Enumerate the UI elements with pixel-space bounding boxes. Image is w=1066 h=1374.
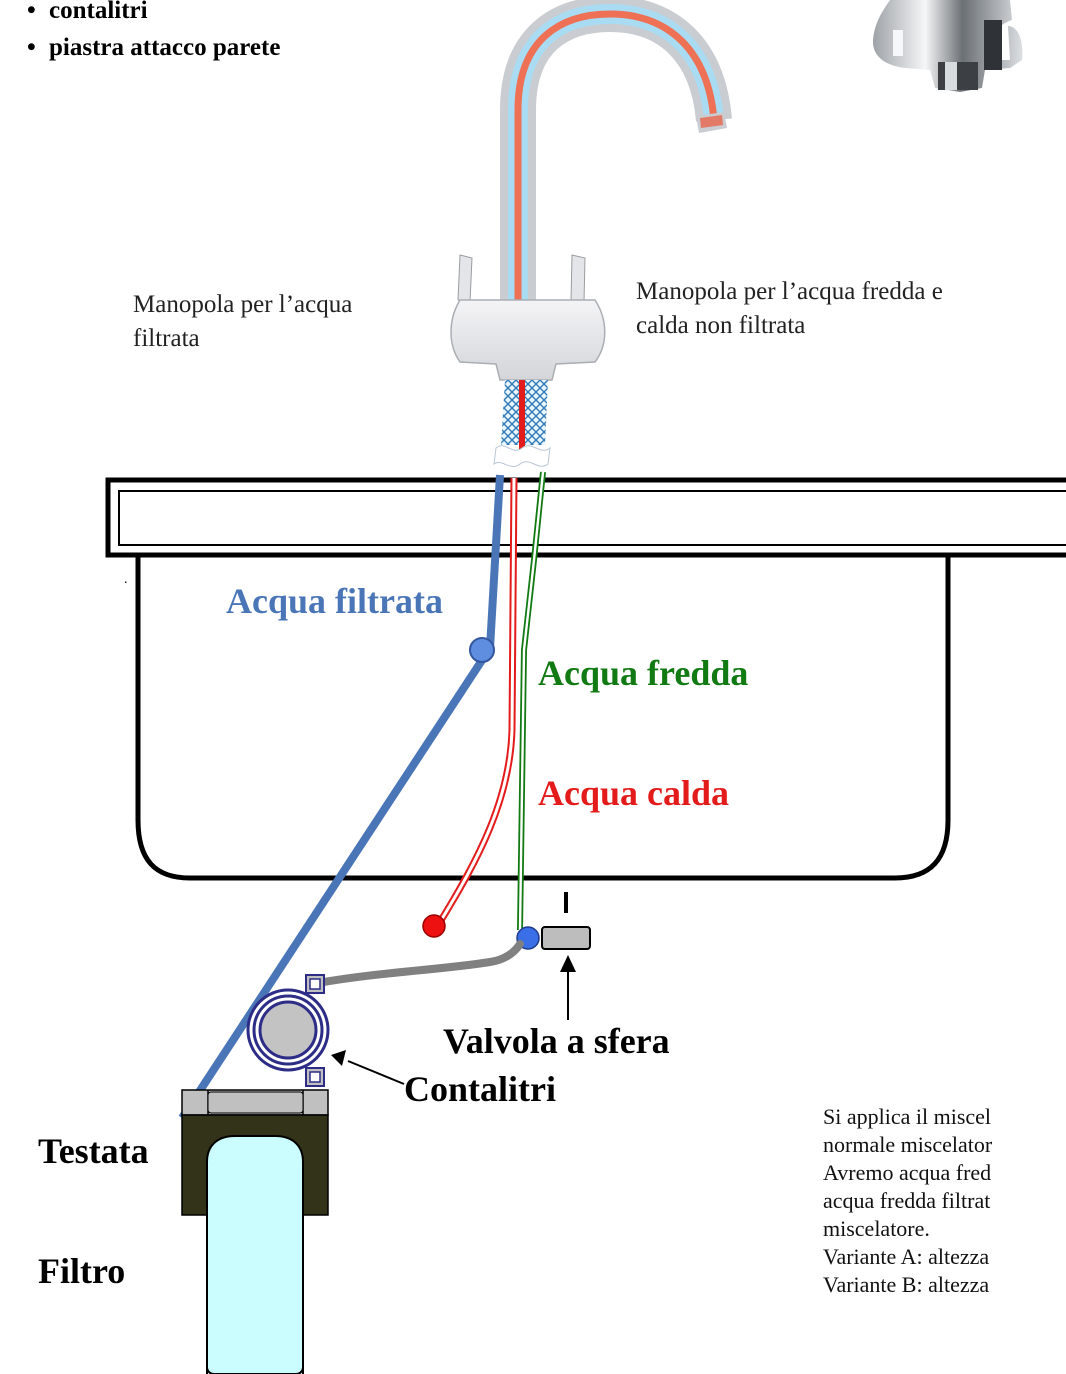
meter [246, 974, 330, 1087]
grey-hose [314, 940, 524, 987]
hot-water-label: Acqua calda [538, 773, 730, 813]
tap-photo [872, 0, 1023, 92]
filtered-water-label: Acqua filtrata [226, 581, 443, 621]
bullet-item: •contalitri [27, 0, 280, 29]
bullet-dot: • [27, 0, 36, 24]
hot-water-hose [422, 477, 518, 938]
meter-label: Contalitri [404, 1069, 556, 1109]
filtered-water-hose [178, 474, 504, 1121]
left-handle-caption: Manopola per l’acqua filtrata [133, 291, 353, 352]
cold-water-label: Acqua fredda [538, 653, 749, 693]
description-paragraph: Si applica il miscel normale miscelator … [823, 1104, 993, 1297]
head-label: Testata [38, 1131, 149, 1171]
meter-arrow [331, 1050, 405, 1085]
bullet-dot: • [27, 34, 36, 61]
faucet [450, 0, 732, 468]
filter-label: Filtro [38, 1251, 126, 1291]
ball-valve [516, 892, 591, 950]
stray-dot: . [124, 572, 128, 587]
countertop [105, 477, 1066, 558]
filter-cartridge [206, 1135, 304, 1374]
bullet-item: •piastra attacco parete [27, 29, 280, 66]
sink-basin [135, 557, 951, 881]
right-handle-caption: Manopola per l’acqua fredda e calda non … [636, 278, 943, 339]
bullet-list: •contalitri •piastra attacco parete [27, 0, 280, 66]
cold-water-hose [517, 471, 546, 931]
valve-arrow [560, 955, 576, 1020]
ball-valve-label: Valvola a sfera [443, 1021, 670, 1061]
